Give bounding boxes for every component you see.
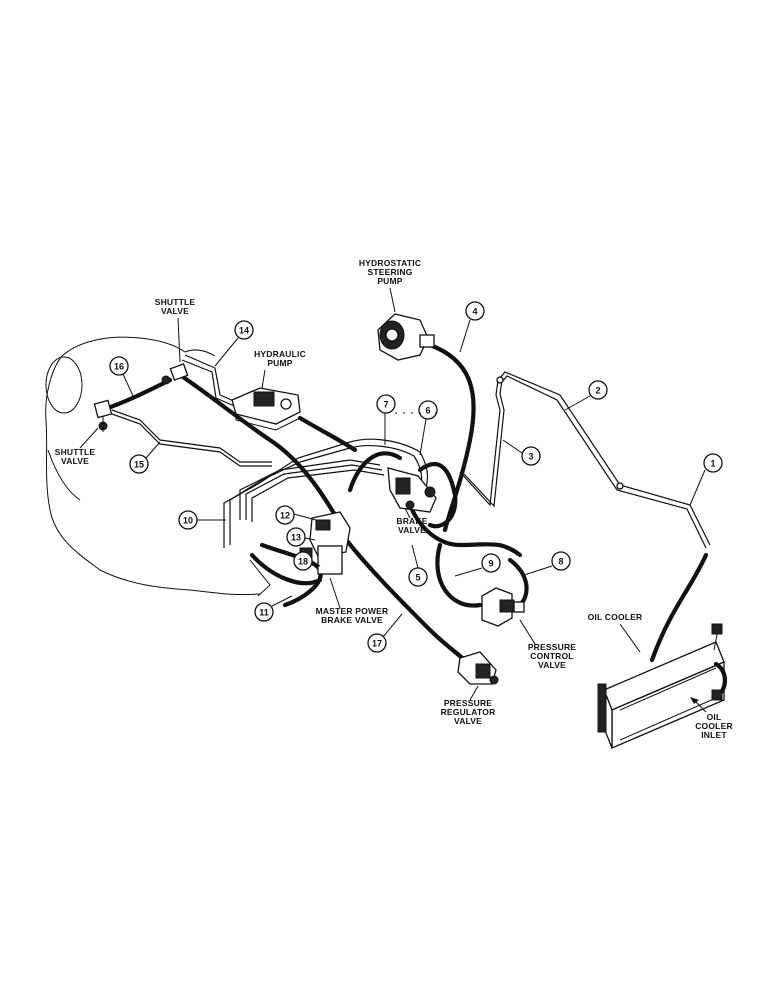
shuttle-valve-top: [161, 363, 189, 385]
svg-text:4: 4: [472, 307, 477, 317]
callout-11: [254, 602, 274, 622]
svg-text:3: 3: [528, 452, 533, 462]
master-power-brake-valve: [299, 511, 351, 575]
callout-7: [376, 394, 396, 414]
engine-block: [45, 336, 271, 597]
svg-text:16: 16: [114, 362, 124, 372]
svg-text:5: 5: [415, 573, 420, 583]
callout-10: [178, 510, 198, 530]
brake-valve: [387, 467, 437, 513]
svg-text:10: 10: [183, 516, 193, 526]
svg-text:7: 7: [383, 400, 388, 410]
svg-text:13: 13: [291, 533, 301, 543]
svg-text:14: 14: [239, 326, 249, 336]
callout-4: [465, 301, 485, 321]
callout-14: [234, 320, 254, 340]
callout-12: [275, 505, 295, 525]
tube-lines: [111, 354, 711, 549]
callout-18: [293, 551, 313, 571]
pressure-regulator-valve: [457, 651, 499, 685]
svg-text:17: 17: [372, 639, 382, 649]
callout-5: [408, 567, 428, 587]
svg-text:18: 18: [298, 557, 308, 567]
callout-6: [418, 400, 438, 420]
hydraulic-pump: [231, 387, 301, 431]
svg-text:15: 15: [134, 460, 144, 470]
hydrostatic-steering-pump: [377, 313, 435, 361]
svg-text:6: 6: [425, 406, 430, 416]
svg-text:12: 12: [280, 511, 290, 521]
callout-15: [129, 454, 149, 474]
shuttle-valve-left: [93, 399, 113, 432]
svg-text:11: 11: [259, 608, 269, 618]
callout-1: [703, 453, 723, 473]
pressure-control-valve: [481, 587, 525, 627]
svg-text:9: 9: [488, 559, 493, 569]
callout-17: [367, 633, 387, 653]
svg-text:1: 1: [710, 459, 715, 469]
label-oil-cooler: OIL COOLER: [588, 612, 643, 622]
callout-13: [286, 527, 306, 547]
oil-cooler: [597, 623, 727, 749]
callout-2: [588, 380, 608, 400]
callout-9: [481, 553, 501, 573]
callout-3: [521, 446, 541, 466]
callout-8: [551, 551, 571, 571]
svg-text:2: 2: [595, 386, 600, 396]
label-leaders: [79, 287, 707, 713]
callout-16: [109, 356, 129, 376]
svg-text:8: 8: [558, 557, 563, 567]
callout-bubbles: 1 2 3 4 5 6 7 8 9 10: [109, 301, 723, 653]
